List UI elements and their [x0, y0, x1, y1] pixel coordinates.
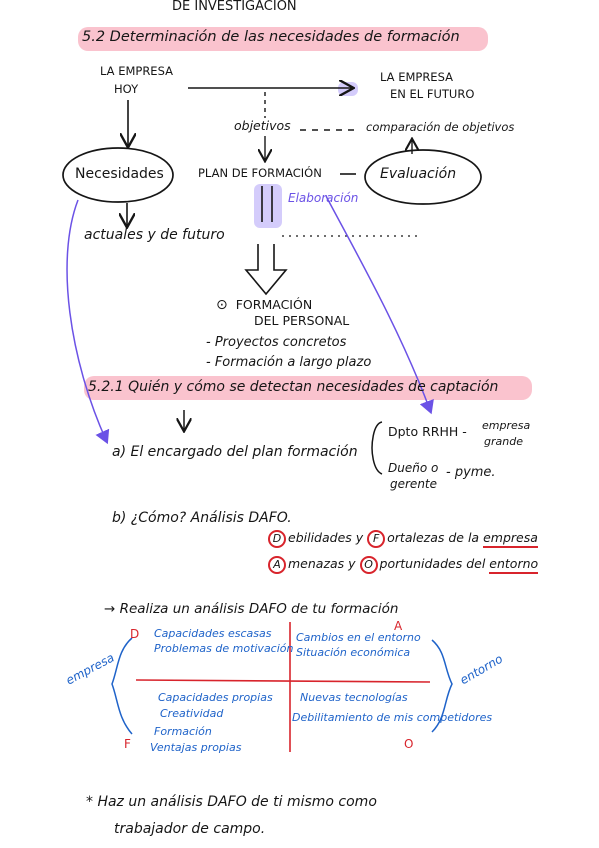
dafo-heading: → Realiza un análisis DAFO de tu formaci… — [104, 601, 399, 617]
o-circle-icon: O — [359, 556, 378, 574]
q-a-line1: Cambios en el entorno — [296, 631, 421, 644]
top-fragment: DE INVESTIGACIÓN — [172, 0, 297, 14]
section-52-title: 5.2 Determinación de las necesidades de … — [82, 29, 460, 45]
formacion-personal-text: FORMACIÓN — [235, 297, 313, 312]
q-d-line1: Capacidades escasas — [154, 627, 272, 640]
q-o-line2: Debilitamiento de mis competidores — [292, 711, 493, 724]
dpto-rrhh-label: Dpto RRHH - — [388, 424, 467, 439]
section-521-highlight — [84, 376, 532, 400]
plan-arrow-highlight — [254, 184, 282, 228]
comparacion-label: comparación de objetivos — [366, 120, 515, 134]
objetivos-label: objetivos — [234, 118, 291, 133]
fortalezas-text: ortalezas de la — [387, 530, 480, 545]
a-circle-icon: A — [268, 556, 286, 574]
b-label: b) ¿Cómo? Análisis DAFO. — [112, 510, 292, 526]
pyme-label: - pyme. — [446, 465, 496, 480]
entorno-underlined: entorno — [489, 556, 539, 574]
actuales-label: actuales y de futuro — [84, 227, 225, 243]
amenazas-text: menazas y — [288, 556, 356, 571]
q-o-line1: Nuevas tecnologías — [300, 691, 408, 704]
oportunidades-text: portunidades del — [379, 556, 486, 571]
section-52-highlight — [78, 27, 488, 51]
empresa-futuro-line1: LA EMPRESA — [380, 70, 453, 84]
q-f-line4: Ventajas propias — [150, 741, 242, 754]
item-proyectos: - Proyectos concretos — [206, 335, 347, 350]
footer-line2: trabajador de campo. — [114, 821, 266, 837]
necesidades-label: Necesidades — [75, 166, 164, 182]
grande-label: grande — [484, 435, 523, 448]
empresa-hoy-line1: LA EMPRESA — [100, 64, 173, 78]
evaluacion-label: Evaluación — [380, 166, 457, 182]
letter-d: D — [130, 627, 140, 641]
gerente-label: gerente — [390, 477, 438, 491]
q-f-line3: Formación — [154, 725, 212, 738]
q-f-line1: Capacidades propias — [158, 691, 273, 704]
q-d-line2: Problemas de motivación — [154, 642, 294, 655]
q-a-line2: Situación económica — [296, 646, 411, 659]
item-largo-plazo: - Formación a largo plazo — [206, 355, 372, 370]
section-521-title: 5.2.1 Quién y cómo se detectan necesidad… — [88, 379, 499, 395]
empresa-underlined: empresa — [483, 530, 538, 548]
dpto-line: Dpto RRHH - — [388, 424, 467, 439]
circle-bullet-icon: ⊙ — [216, 297, 228, 313]
dueno-label: Dueño o — [388, 461, 439, 475]
debilidades-text: ebilidades y — [288, 530, 364, 545]
letter-f: F — [124, 737, 131, 751]
empresa-futuro-line2: EN EL FUTURO — [390, 87, 475, 101]
formacion-personal-line2: DEL PERSONAL — [254, 313, 350, 328]
q-f-line2: Creatividad — [160, 707, 224, 720]
empresa-hoy-line2: HOY — [114, 82, 139, 96]
f-circle-icon: F — [367, 530, 386, 548]
letter-o: O — [404, 737, 414, 751]
a-label: a) El encargado del plan formación — [112, 444, 358, 460]
formacion-personal-line1: ⊙ FORMACIÓN — [216, 298, 312, 312]
plan-formacion-label: PLAN DE FORMACIÓN — [198, 166, 322, 180]
letter-a: A — [394, 619, 403, 633]
footer-line1: * Haz un análisis DAFO de ti mismo como — [86, 794, 377, 810]
d-circle-icon: D — [268, 530, 286, 548]
elaboracion-label: Elaboración — [288, 191, 359, 205]
empresa-label: empresa — [482, 419, 531, 432]
